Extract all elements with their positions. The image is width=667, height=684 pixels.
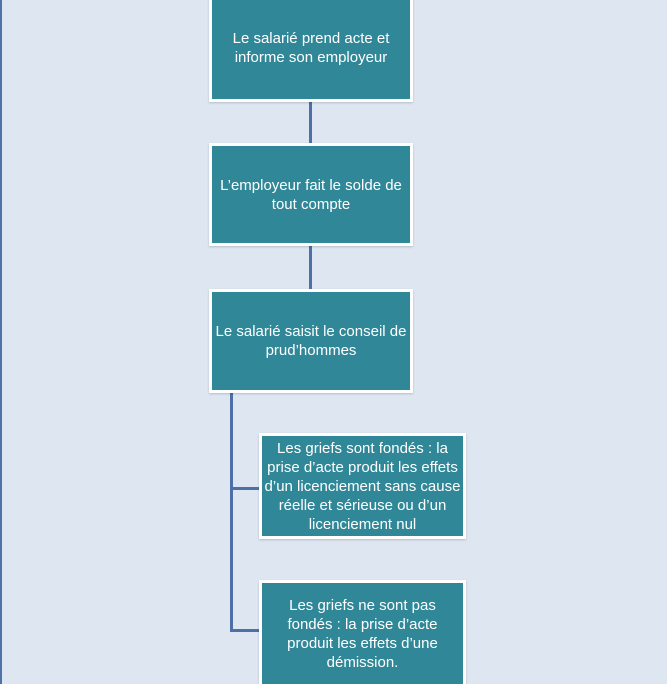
connector-branch-outcome1 <box>230 487 262 490</box>
step-text: Le salarié saisit le conseil de prud’hom… <box>215 323 407 359</box>
step-box-solde-tout-compte: L’employeur fait le solde de tout compte <box>209 143 413 246</box>
outcome-text: Les griefs sont fondés : la prise d’acte… <box>264 439 461 533</box>
step-box-prise-acte: Le salarié prend acte et informe son emp… <box>209 0 413 102</box>
connector-step2-step3 <box>309 245 312 290</box>
connector-branch-outcome2 <box>230 629 262 632</box>
step-text: Le salarié prend acte et informe son emp… <box>232 30 390 66</box>
step-box-conseil-prudhommes: Le salarié saisit le conseil de prud’hom… <box>209 289 413 393</box>
connector-trunk <box>230 392 233 632</box>
outcome-box-griefs-non-fondes: Les griefs ne sont pas fondés : la prise… <box>259 580 466 684</box>
step-text: L’employeur fait le solde de tout compte <box>220 176 402 213</box>
outcome-box-griefs-fondes: Les griefs sont fondés : la prise d’acte… <box>259 433 466 539</box>
outcome-text: Les griefs ne sont pas fondés : la prise… <box>287 597 438 671</box>
connector-step1-step2 <box>309 100 312 145</box>
